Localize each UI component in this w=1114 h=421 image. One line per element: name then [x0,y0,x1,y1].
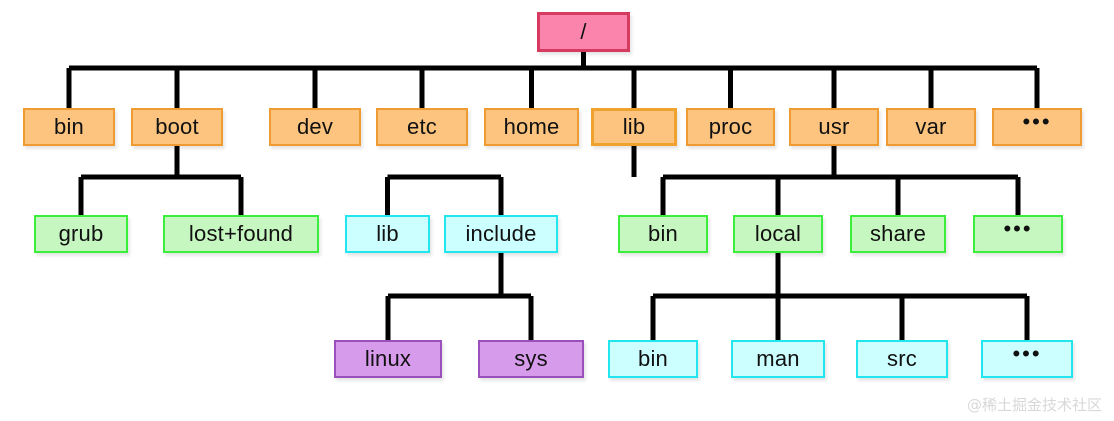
tree-node-label: home [503,114,560,139]
tree-node-label: share [869,221,927,246]
tree-node-lib1[interactable]: lib [591,108,677,146]
tree-node-local[interactable]: local [733,215,823,253]
tree-node-dots3[interactable]: ••• [981,340,1073,378]
tree-node-sys[interactable]: sys [478,340,584,378]
tree-node-usrbin[interactable]: bin [618,215,708,253]
tree-node-label: ••• [1012,341,1042,366]
tree-node-root[interactable]: / [537,12,630,52]
tree-node-label: var [915,114,947,139]
tree-node-bin[interactable]: bin [23,108,115,146]
tree-node-label: sys [514,346,548,371]
tree-node-label: src [887,346,917,371]
tree-node-label: lost+found [188,221,294,246]
tree-node-share[interactable]: share [850,215,946,253]
tree-node-var[interactable]: var [886,108,976,146]
tree-node-dots1[interactable]: ••• [992,108,1082,146]
tree-node-label: local [754,221,802,246]
tree-node-grub[interactable]: grub [34,215,128,253]
tree-node-label: usr [818,114,850,139]
tree-node-label: ••• [1003,216,1033,241]
tree-node-label: bin [54,114,84,139]
tree-node-label: man [756,346,800,371]
tree-node-lib2[interactable]: lib [345,215,430,253]
tree-node-etc[interactable]: etc [376,108,468,146]
tree-node-usr[interactable]: usr [789,108,879,146]
tree-node-label: etc [407,114,437,139]
watermark-label: @稀土掘金技术社区 [966,396,1102,414]
tree-node-label: grub [58,221,104,246]
tree-node-dots2[interactable]: ••• [973,215,1063,253]
tree-node-label: boot [155,114,199,139]
tree-node-proc[interactable]: proc [686,108,775,146]
tree-node-label: linux [364,346,412,371]
tree-node-label: proc [708,114,753,139]
tree-node-label: lib [376,221,399,246]
tree-node-include[interactable]: include [444,215,558,253]
tree-node-label: lib [622,114,646,139]
tree-node-home[interactable]: home [484,108,579,146]
tree-node-boot[interactable]: boot [131,108,223,146]
tree-node-label: / [580,19,587,44]
tree-node-lostfound[interactable]: lost+found [163,215,319,253]
tree-node-man[interactable]: man [731,340,825,378]
tree-node-linux[interactable]: linux [334,340,442,378]
tree-node-label: dev [296,114,334,139]
tree-node-label: ••• [1022,109,1052,134]
tree-node-dev[interactable]: dev [269,108,361,146]
tree-node-src[interactable]: src [856,340,948,378]
tree-node-localbin[interactable]: bin [608,340,698,378]
tree-node-label: include [465,221,537,246]
tree-node-label: bin [638,346,668,371]
tree-node-label: bin [648,221,678,246]
